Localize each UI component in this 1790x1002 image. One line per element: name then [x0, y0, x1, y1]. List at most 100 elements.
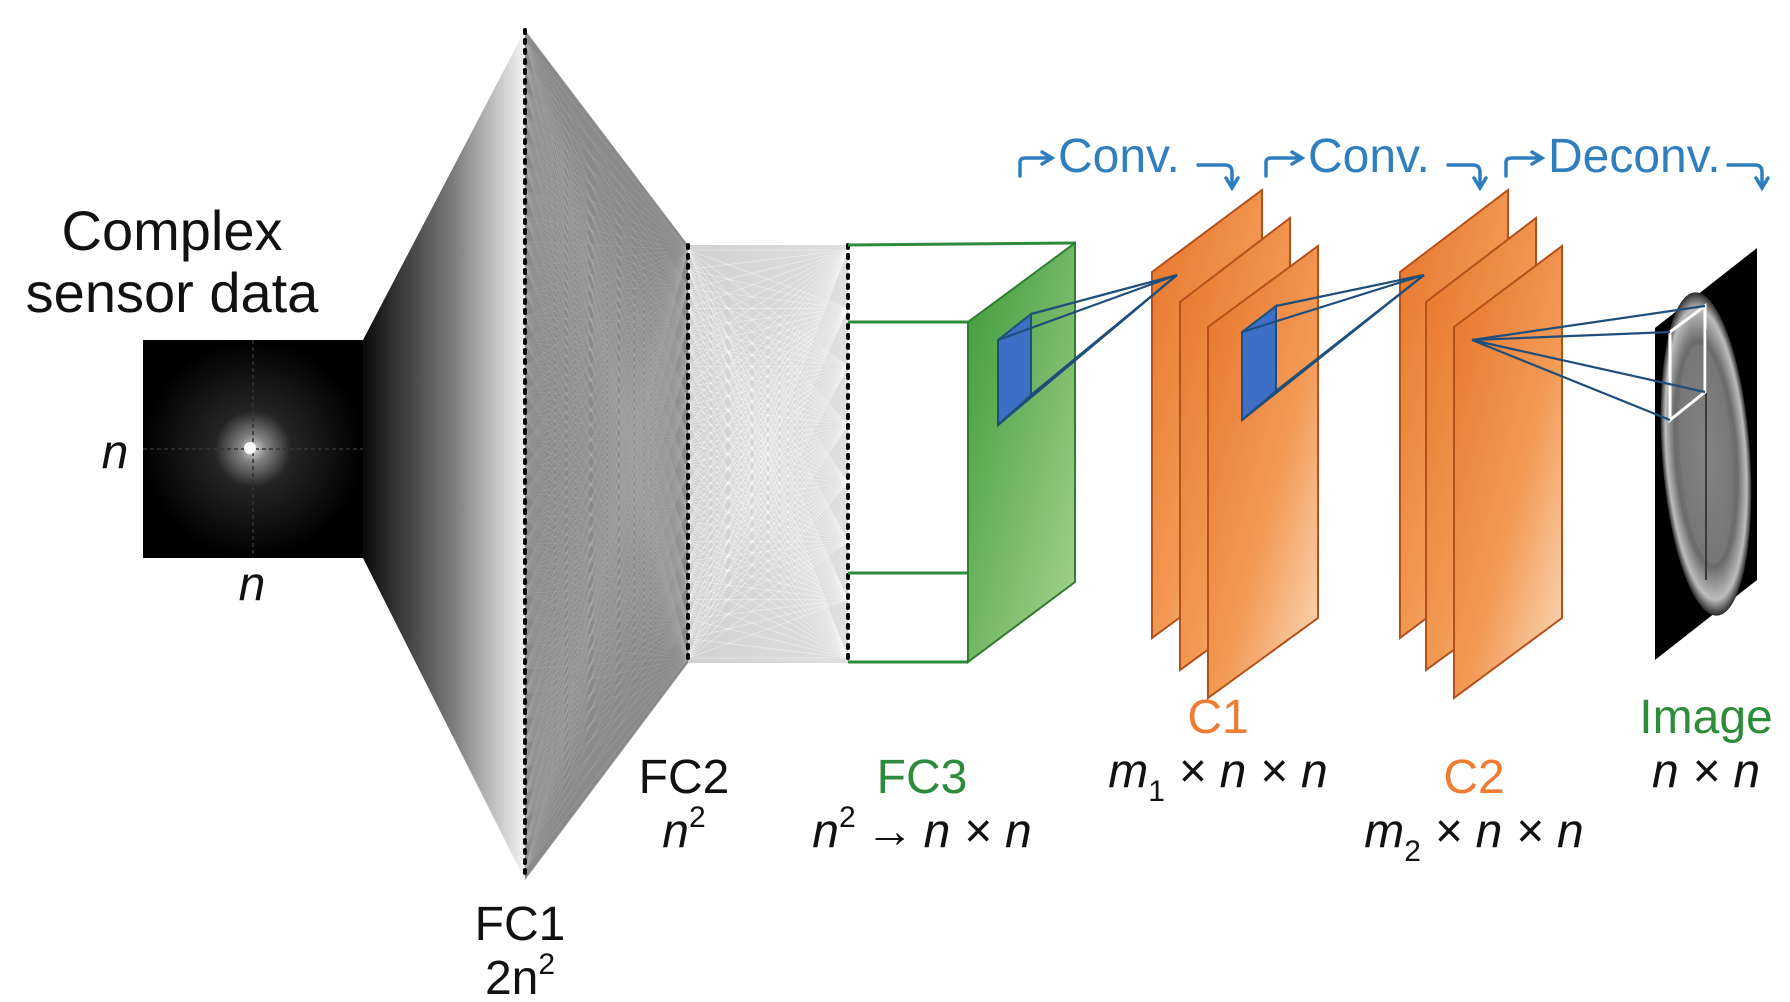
connection-line: [524, 165, 689, 251]
connection-line: [524, 398, 689, 871]
connection-line: [687, 424, 849, 542]
connection-line: [524, 341, 689, 585]
connection-line: [687, 308, 849, 659]
connection-line: [687, 385, 849, 426]
connection-line: [524, 546, 689, 670]
connection-line: [687, 366, 849, 484]
connection-line: [524, 517, 689, 659]
connection-line: [524, 361, 689, 871]
connection-line: [524, 620, 689, 770]
connection-line: [687, 482, 849, 503]
connection-line: [524, 286, 689, 292]
connection-line: [524, 39, 689, 510]
connection-line: [524, 324, 689, 695]
connection-line: [524, 215, 689, 622]
connection-line: [524, 65, 689, 473]
fc3-feature-map: [967, 241, 1076, 664]
connection-line: [687, 307, 849, 348]
connection-line: [687, 249, 849, 464]
connection-line: [524, 286, 689, 745]
connection-line: [524, 398, 689, 544]
connection-line: [524, 240, 689, 473]
connection-line: [524, 241, 689, 659]
connection-line: [524, 391, 689, 436]
connection-line: [524, 165, 689, 288]
connection-line: [687, 463, 849, 484]
connection-line: [524, 366, 689, 473]
connection-line: [524, 140, 689, 288]
connection-line: [524, 165, 689, 436]
connection-line: [524, 165, 689, 473]
connection-line: [687, 521, 849, 659]
connection-line: [524, 215, 689, 288]
connection-line: [524, 416, 689, 473]
connection-line: [524, 546, 689, 569]
c2-size-sub: 2: [1404, 835, 1421, 868]
connection-line: [687, 249, 849, 659]
connection-line: [687, 327, 849, 367]
connection-line: [524, 361, 689, 669]
connection-line: [524, 249, 689, 745]
connection-line: [524, 620, 689, 820]
connection-line: [524, 286, 689, 544]
connection-line: [524, 190, 689, 547]
connection-line: [524, 341, 689, 362]
connection-line: [687, 327, 849, 659]
connection-line: [524, 542, 689, 585]
connection-line: [687, 249, 849, 562]
connection-line: [524, 360, 689, 468]
connection-line: [524, 467, 689, 473]
connection-line: [524, 286, 689, 845]
fc1-fc2-connections: [524, 39, 689, 871]
connection-line: [524, 435, 689, 871]
connection-line: [687, 308, 849, 600]
connection-line: [524, 249, 689, 318]
connection-line: [687, 308, 849, 581]
connection-line: [524, 509, 689, 594]
connection-line: [687, 599, 849, 620]
connection-line: [687, 307, 849, 367]
connection-line: [524, 398, 689, 594]
connection-line: [524, 583, 689, 846]
connection-line: [524, 64, 689, 288]
connection-line: [687, 249, 849, 309]
connection-line: [524, 323, 689, 569]
deconv-end-arrow: [1726, 163, 1764, 186]
connection-line: [524, 398, 689, 468]
connection-line: [524, 360, 689, 393]
connection-line: [524, 65, 689, 399]
connection-line: [524, 249, 689, 669]
connection-line: [524, 190, 689, 473]
connection-line: [524, 266, 689, 584]
connection-line: [524, 442, 689, 510]
connection-line: [687, 249, 849, 581]
connection-line: [524, 467, 689, 622]
connection-line: [524, 360, 689, 443]
connection-line: [524, 583, 689, 619]
connection-line: [687, 307, 849, 387]
connection-line: [687, 308, 849, 600]
connection-line: [687, 308, 849, 639]
connection-line: [687, 249, 849, 445]
connection-line: [524, 435, 689, 494]
connection-line: [524, 316, 689, 362]
connection-line: [524, 90, 689, 622]
connection-line: [524, 398, 689, 820]
connection-line: [687, 482, 849, 659]
connection-line: [687, 249, 849, 406]
connection-line: [524, 316, 689, 622]
connection-line: [524, 583, 689, 770]
connection-line: [524, 416, 689, 548]
connection-line: [524, 416, 689, 510]
connection-line: [524, 39, 689, 547]
connection-line: [524, 140, 689, 325]
connection-line: [687, 366, 849, 639]
connection-line: [524, 435, 689, 745]
connection-line: [524, 467, 689, 659]
connection-line: [524, 215, 689, 584]
connection-line: [524, 241, 689, 547]
connection-line: [524, 323, 689, 418]
connection-line: [524, 90, 689, 510]
connection-line: [524, 360, 689, 418]
connection-line: [524, 316, 689, 510]
